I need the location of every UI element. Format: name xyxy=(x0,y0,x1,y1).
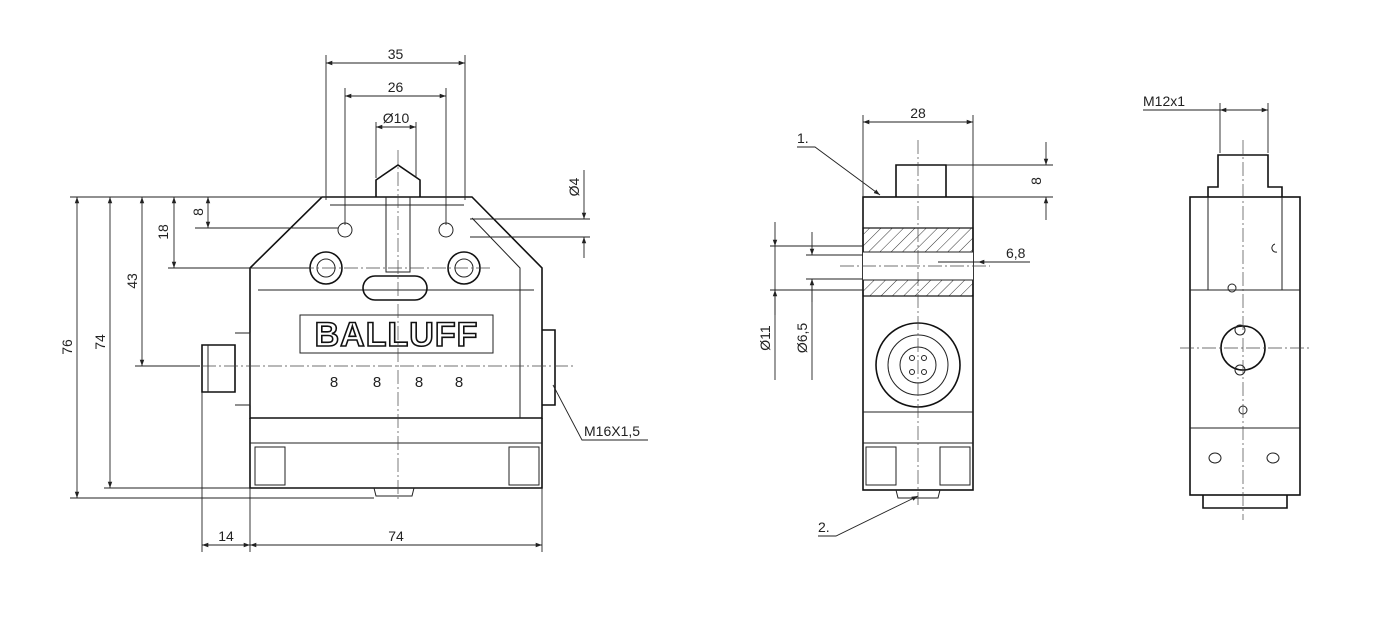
dim-8-side: 8 xyxy=(1028,177,1044,185)
side-view: 28 8 6,8 Ø11 Ø6,5 1. 2. xyxy=(757,105,1053,537)
dim-74-horizontal: 74 xyxy=(388,528,404,544)
dim-dia-6-5: Ø6,5 xyxy=(794,323,810,354)
right-oval-right xyxy=(1266,452,1280,464)
right-body-outline xyxy=(1189,196,1301,496)
right-bottom-stub xyxy=(1202,495,1288,509)
thread-m16-label: M16X1,5 xyxy=(584,423,640,439)
tab-label-2: 8 xyxy=(373,374,381,391)
top-connector xyxy=(1207,154,1283,197)
dim-28: 28 xyxy=(910,105,926,121)
base-bottom-stub xyxy=(373,487,415,497)
dim-26: 26 xyxy=(388,79,404,95)
thread-leader xyxy=(552,384,648,441)
right-c-mark xyxy=(1271,243,1278,253)
base-foot-left xyxy=(254,446,286,486)
pin xyxy=(909,355,915,361)
screw-mark xyxy=(1234,364,1246,376)
brand-logo: BALLUFF xyxy=(315,316,479,354)
pin xyxy=(921,355,927,361)
callout-2: 2. xyxy=(818,519,830,535)
logo-frame xyxy=(299,314,494,354)
dim-6-8: 6,8 xyxy=(1006,245,1026,261)
dim-74-vertical: 74 xyxy=(92,334,108,350)
side-plunger xyxy=(895,164,947,197)
right-oval-left xyxy=(1208,452,1222,464)
callout-1: 1. xyxy=(797,130,809,146)
dim-43: 43 xyxy=(124,273,140,289)
tab-label-3: 8 xyxy=(415,374,423,391)
callout-2-leader xyxy=(818,495,919,537)
dim-35: 35 xyxy=(388,46,404,62)
side-foot-left xyxy=(865,446,897,486)
right-view: M12x1 xyxy=(1143,93,1310,520)
dim-dia-4: Ø4 xyxy=(566,177,582,196)
screw-mark xyxy=(1227,283,1237,293)
dim-76: 76 xyxy=(59,339,75,355)
small-hole-left xyxy=(337,222,353,238)
dim-18: 18 xyxy=(155,224,171,240)
callout-1-leader xyxy=(797,146,881,196)
thread-m12-label: M12x1 xyxy=(1143,93,1185,109)
dim-8-front: 8 xyxy=(190,208,206,216)
pin xyxy=(921,369,927,375)
tab-label-4: 8 xyxy=(455,374,463,391)
small-hole-right xyxy=(438,222,454,238)
front-body-outline xyxy=(249,196,543,419)
left-connector-nut xyxy=(235,332,251,406)
pin xyxy=(909,369,915,375)
plunger xyxy=(375,164,421,197)
tab-label-1: 8 xyxy=(330,374,338,391)
front-side-ridge xyxy=(471,217,521,418)
left-connector xyxy=(201,344,236,393)
dim-dia-10: Ø10 xyxy=(383,110,410,126)
dim-14: 14 xyxy=(218,528,234,544)
led-slot xyxy=(362,275,428,301)
front-view: BALLUFF 8 8 8 8 35 26 Ø10 xyxy=(59,46,648,552)
front-base xyxy=(249,418,543,489)
side-foot-right xyxy=(939,446,971,486)
right-connector xyxy=(542,329,556,406)
base-foot-right xyxy=(508,446,540,486)
dim-dia-11: Ø11 xyxy=(757,325,773,351)
screw-mark xyxy=(1234,324,1246,336)
